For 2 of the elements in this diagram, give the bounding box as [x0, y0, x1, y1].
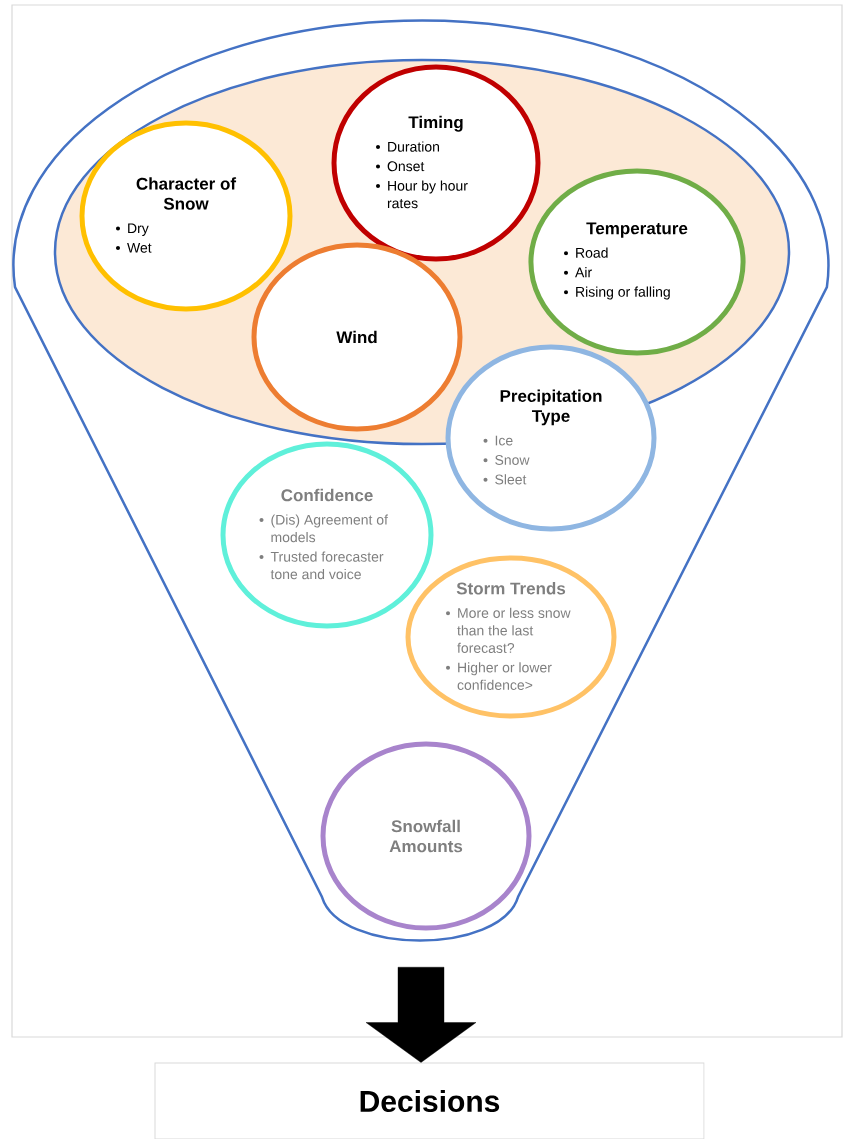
decision-box: Decisions — [154, 1062, 705, 1139]
block-arrow — [365, 967, 477, 1063]
